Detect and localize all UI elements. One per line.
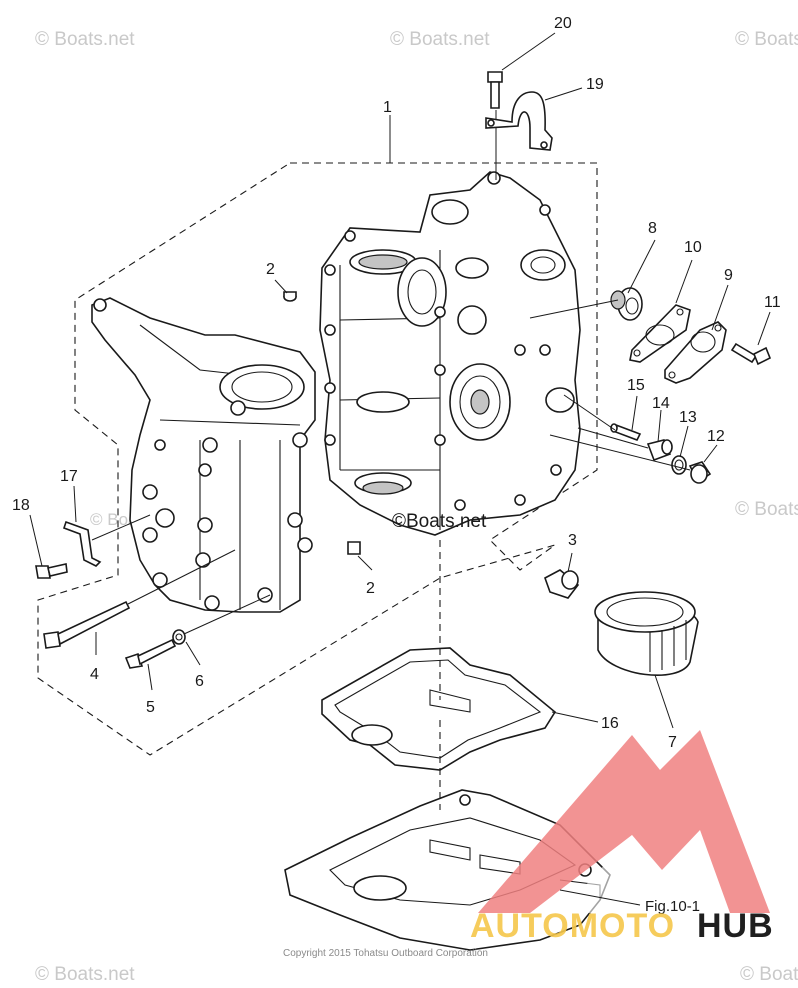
- callout-6: 6: [195, 673, 204, 690]
- callout-20: 20: [554, 15, 572, 32]
- watermark-top-left: © Boats.net: [35, 29, 135, 50]
- part-16-gasket: [321, 647, 557, 771]
- watermark-top-right: © Boats.net: [735, 29, 798, 50]
- callout-5: 5: [146, 699, 155, 716]
- automotohub-logo-text: AUTOMOTO HUB: [470, 907, 774, 945]
- part-2-dowel-pin-upper: [283, 291, 297, 302]
- callout-2-lower: 2: [366, 580, 375, 597]
- crankcase-left-half: [91, 297, 316, 613]
- part-13-o-ring: [671, 455, 687, 475]
- part-8-thermostat: [610, 287, 643, 321]
- callout-labels: 1 2 2 3 4 5 6 7 8 9 10 11 12 13 14 15 16…: [12, 15, 781, 751]
- callout-15: 15: [627, 377, 645, 394]
- callout-4: 4: [90, 666, 99, 683]
- watermark-top-center: © Boats.net: [390, 29, 490, 50]
- part-18-bolt: [35, 563, 68, 579]
- part-10-gasket: [629, 304, 691, 363]
- center-watermark: ©Boats.net: [392, 511, 487, 532]
- logo-word-automoto: AUTOMOTO: [470, 907, 675, 945]
- part-15-pin: [610, 423, 642, 442]
- callout-10: 10: [684, 239, 702, 256]
- callout-13: 13: [679, 409, 697, 426]
- callout-18: 18: [12, 497, 30, 514]
- callout-2-upper: 2: [266, 261, 275, 278]
- part-4-long-bolt: [43, 549, 236, 649]
- callout-11: 11: [764, 294, 781, 311]
- callout-7: 7: [668, 734, 677, 751]
- part-3-sleeve: [544, 569, 580, 599]
- part-17-bracket: [62, 514, 151, 567]
- callout-3: 3: [568, 532, 577, 549]
- part-11-bolt: [730, 342, 772, 366]
- copyright-notice: Copyright 2015 Tohatsu Outboard Corporat…: [283, 948, 488, 959]
- part-5-bolt: [124, 638, 177, 669]
- crankcase-right-half: [319, 171, 581, 536]
- callout-8: 8: [648, 220, 657, 237]
- callout-16: 16: [601, 715, 619, 732]
- logo-word-hub: HUB: [697, 907, 774, 945]
- part-12-plug: [688, 461, 712, 484]
- watermark-bottom-right: © Boats.net: [740, 964, 798, 985]
- callout-12: 12: [707, 428, 725, 445]
- leader-lines: [29, 32, 771, 810]
- part-19-clamp: [485, 91, 553, 151]
- part-2-dowel-pin-lower: [347, 541, 361, 555]
- callout-14: 14: [652, 395, 670, 412]
- watermark-mid-right: © Boats.net: [735, 499, 798, 520]
- figure-label: Fig.10-1: [645, 898, 700, 915]
- callout-19: 19: [586, 76, 604, 93]
- automotohub-logo-mark: [478, 730, 770, 913]
- part-9-thermostat-cover: [664, 321, 727, 384]
- part-6-washer: [172, 594, 271, 645]
- part-14-collar: [646, 439, 673, 462]
- callout-17: 17: [60, 468, 78, 485]
- watermark-bottom-left: © Boats.net: [35, 964, 135, 985]
- callout-1: 1: [383, 99, 392, 116]
- part-7-oil-filter: [594, 591, 699, 676]
- callout-9: 9: [724, 267, 733, 284]
